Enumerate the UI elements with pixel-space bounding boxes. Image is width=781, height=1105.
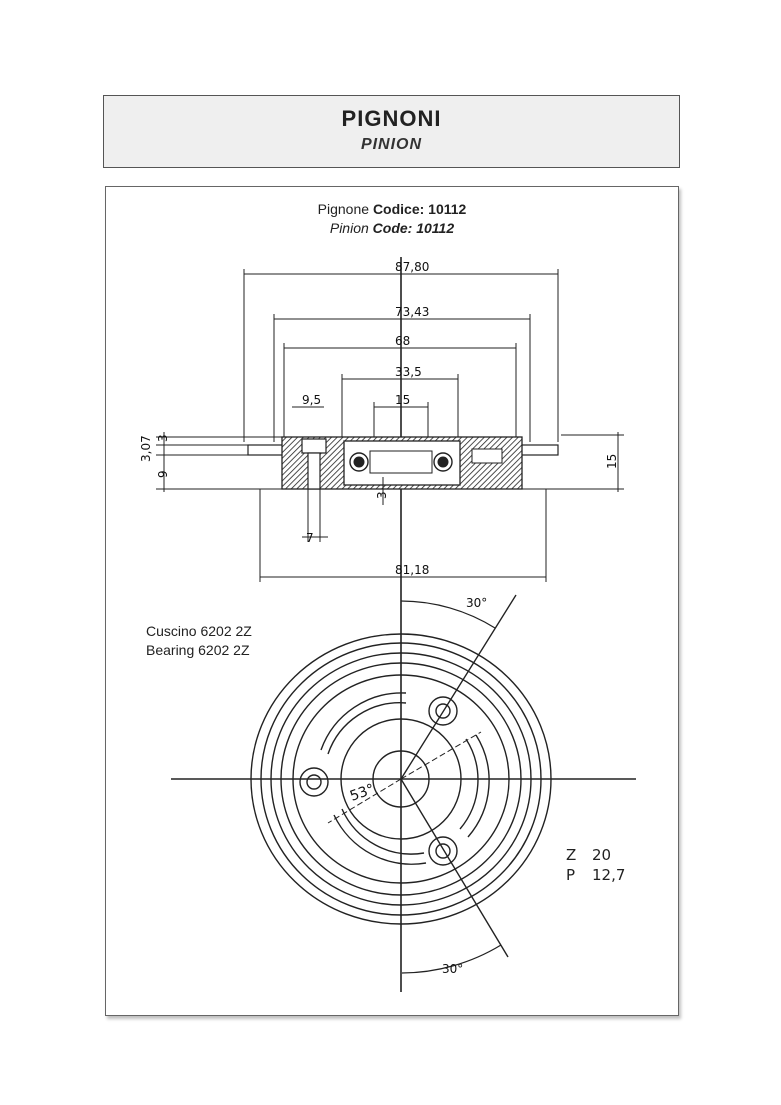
z-label: Z [566, 846, 577, 864]
dim-h5: 3 [375, 491, 389, 499]
dim-h3: 9 [156, 470, 170, 478]
p-value: 12,7 [592, 866, 626, 884]
technical-drawing: 87,80 73,43 68 33,5 9,5 15 7 81,18 3,07 … [139, 257, 636, 992]
bearing-label-it: Cuscino 6202 2Z [146, 623, 252, 639]
title-it-code: Codice: 10112 [372, 201, 467, 217]
dim-d7: 7 [306, 531, 314, 545]
page-subtitle: PINION [360, 136, 423, 153]
page-title: PIGNONI [341, 106, 442, 131]
dim-d5: 9,5 [302, 393, 321, 407]
title-en-prefix: Pinion [329, 220, 369, 236]
dim-h4: 15 [605, 454, 619, 469]
title-en-code: Code: 10112 [372, 220, 455, 236]
dim-d3: 68 [395, 334, 410, 348]
dim-ang3: 53° [348, 781, 377, 805]
page-header: PIGNONI PINION [103, 95, 680, 168]
p-label: P [566, 866, 576, 884]
dim-d6: 15 [395, 393, 410, 407]
drawing-title-it: Pignone Codice: 10112 [106, 201, 678, 217]
z-value: 20 [592, 846, 612, 864]
drawing-panel: Pignone Codice: 10112 Pinion Code: 10112 [105, 186, 679, 1016]
dim-d4: 33,5 [395, 365, 422, 379]
teeth-count: Z 20 [566, 846, 611, 864]
dim-d2: 73,43 [395, 305, 429, 319]
dim-h1: 3,07 [139, 435, 153, 462]
bearing-label-en: Bearing 6202 2Z [146, 642, 250, 658]
dim-h2: 3 [156, 434, 170, 442]
drawing-title-en: Pinion Code: 10112 [106, 220, 678, 236]
dim-ang1: 30° [466, 596, 487, 610]
title-it-prefix: Pignone [317, 201, 370, 217]
dim-d1: 87,80 [395, 260, 429, 274]
pitch: P 12,7 [566, 866, 625, 884]
dim-d8: 81,18 [395, 563, 429, 577]
dim-ang2: 30° [442, 962, 463, 976]
